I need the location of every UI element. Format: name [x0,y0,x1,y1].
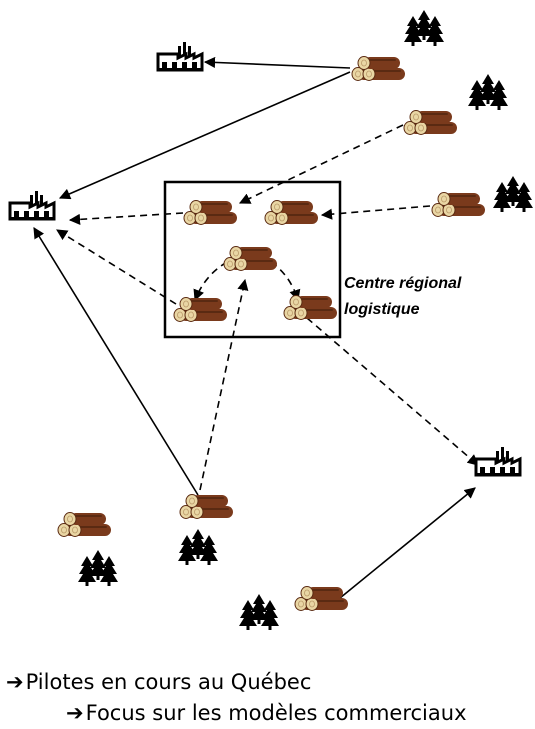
caption-line1: ➔Pilotes en cours au Québec [6,670,311,694]
factory-icon [474,445,522,478]
supply-network-diagram: Centre régional logistique [8,0,535,640]
region-label-line1: Centre régional [344,275,462,292]
forest-icon [78,550,118,586]
log-pile-icon [404,111,457,135]
forest-icon [239,594,279,630]
factory-icon [8,189,56,222]
regional-logistics-box [163,180,342,339]
log-pile-icon [174,298,227,322]
log-pile-icon [265,201,318,225]
caption-line2: ➔Focus sur les modèles commerciaux [66,701,467,725]
log-pile-icon [284,296,337,320]
arrow-bottom-right-pile-to-right-factory [339,487,476,599]
arrow-hub-to-left-small-pile [193,261,228,302]
log-pile-icon [295,587,348,611]
arrow-icon: ➔ [66,701,84,725]
arrow-right-small-pile-to-right-factory [306,317,479,466]
arrow-right-pile-to-center [238,124,404,204]
arrow-top-pile-to-top-factory [203,56,351,69]
arrow-center-left-to-factory [68,212,184,225]
factory-icon [156,40,204,73]
log-pile-icon [180,495,233,519]
arrow-bottom-pile-to-left-factory [33,227,199,496]
log-pile-icon [224,247,277,271]
arrow-top-pile-to-left-factory [58,71,351,200]
log-pile-icon [432,193,485,217]
forest-icon [404,10,444,46]
forest-icon [468,74,508,110]
region-label-line2: logistique [344,301,420,318]
caption-text-1: Pilotes en cours au Québec [25,670,312,694]
forest-icon [493,176,533,212]
arrow-small-pile-to-factory [56,229,177,305]
log-pile-icon [58,513,111,537]
forest-icon [178,529,218,565]
arrow-icon: ➔ [6,670,24,694]
log-pile-icon [352,57,405,81]
caption-text-2: Focus sur les modèles commerciaux [85,701,467,725]
arrow-far-right-pile-to-center [320,205,431,220]
log-pile-icon [184,201,237,225]
